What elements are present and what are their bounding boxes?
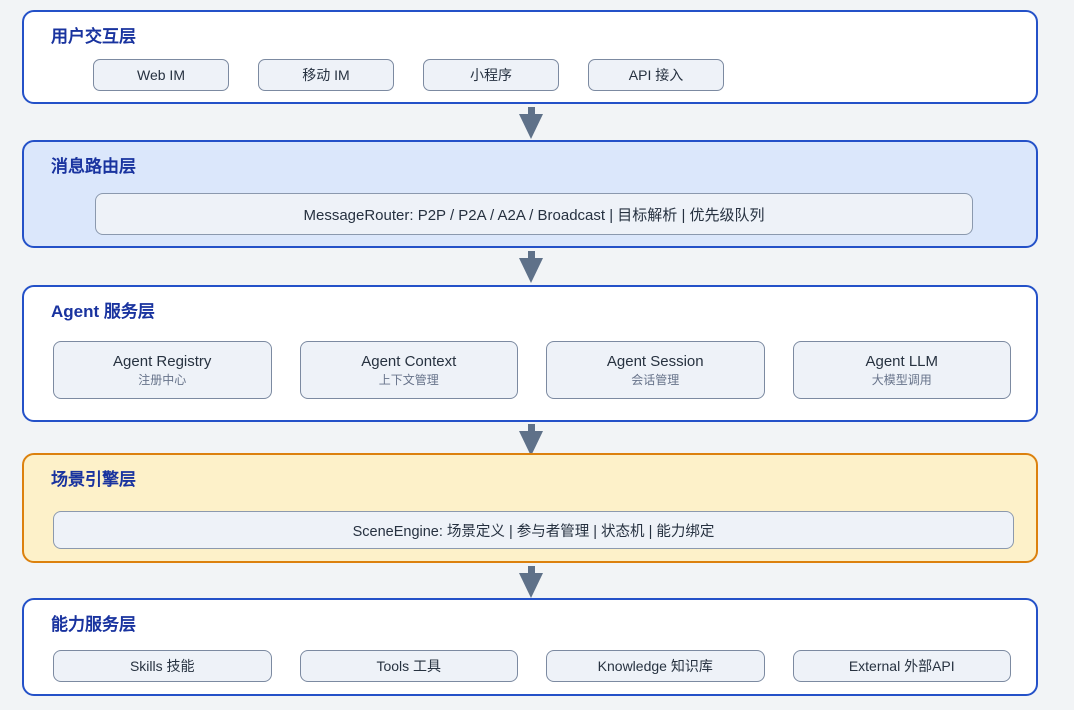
node-label: Tools 工具 <box>376 657 442 674</box>
node-web-im: Web IM <box>93 59 229 91</box>
layer-message-routing: 消息路由层 MessageRouter: P2P / P2A / A2A / B… <box>22 140 1038 248</box>
arrow-head-icon <box>519 114 543 139</box>
node-mobile-im: 移动 IM <box>258 59 394 91</box>
node-external-api: External 外部API <box>792 650 1011 682</box>
node-label: Agent LLM <box>865 353 939 370</box>
layer-title-capability-service: 能力服务层 <box>51 615 136 634</box>
arrow-stem <box>527 107 535 114</box>
node-label: Skills 技能 <box>129 657 195 674</box>
down-arrow-3 <box>509 424 553 456</box>
node-sublabel: 上下文管理 <box>378 373 439 387</box>
node-agent-session: Agent Session 会话管理 <box>546 341 765 399</box>
node-agent-llm: Agent LLM 大模型调用 <box>792 341 1011 399</box>
agent-service-nodes: Agent Registry 注册中心 Agent Context 上下文管理 … <box>53 341 1011 399</box>
node-mini-program: 小程序 <box>423 59 559 91</box>
node-scene-engine: SceneEngine: 场景定义 | 参与者管理 | 状态机 | 能力绑定 <box>53 511 1014 549</box>
arrow-head-icon <box>519 258 543 283</box>
layer-title-scene-engine: 场景引擎层 <box>51 470 136 489</box>
arrow-stem <box>527 566 535 573</box>
node-knowledge: Knowledge 知识库 <box>546 650 765 682</box>
node-agent-registry: Agent Registry 注册中心 <box>53 341 272 399</box>
node-message-router: MessageRouter: P2P / P2A / A2A / Broadca… <box>95 193 973 235</box>
down-arrow-2 <box>509 251 553 283</box>
node-label: Agent Registry <box>113 353 212 370</box>
down-arrow-1 <box>509 107 553 139</box>
node-sublabel: 大模型调用 <box>871 373 932 387</box>
layer-title-message-routing: 消息路由层 <box>51 157 136 176</box>
layer-user-interaction: 用户交互层 Web IM 移动 IM 小程序 API 接入 <box>22 10 1038 104</box>
layer-agent-service: Agent 服务层 Agent Registry 注册中心 Agent Cont… <box>22 285 1038 422</box>
node-skills: Skills 技能 <box>53 650 272 682</box>
layer-capability-service: 能力服务层 Skills 技能 Tools 工具 Knowledge 知识库 E… <box>22 598 1038 696</box>
node-agent-context: Agent Context 上下文管理 <box>299 341 518 399</box>
arrow-stem <box>527 251 535 258</box>
node-sublabel: 会话管理 <box>631 373 680 387</box>
node-label: Agent Context <box>361 353 457 370</box>
node-api-access: API 接入 <box>588 59 724 91</box>
capability-service-nodes: Skills 技能 Tools 工具 Knowledge 知识库 Externa… <box>53 650 1011 682</box>
layer-title-user-interaction: 用户交互层 <box>51 27 136 46</box>
arrow-head-icon <box>519 573 543 598</box>
arrow-stem <box>527 424 535 431</box>
layer-scene-engine: 场景引擎层 SceneEngine: 场景定义 | 参与者管理 | 状态机 | … <box>22 453 1038 563</box>
node-label: Knowledge 知识库 <box>597 657 713 674</box>
node-label: Agent Session <box>606 353 704 370</box>
node-tools: Tools 工具 <box>299 650 518 682</box>
node-sublabel: 注册中心 <box>138 373 187 387</box>
down-arrow-4 <box>509 566 553 598</box>
layer-title-agent-service: Agent 服务层 <box>51 302 155 321</box>
arrow-head-icon <box>519 431 543 456</box>
node-label: External 外部API <box>848 657 955 674</box>
user-interaction-nodes: Web IM 移动 IM 小程序 API 接入 <box>93 59 1036 91</box>
